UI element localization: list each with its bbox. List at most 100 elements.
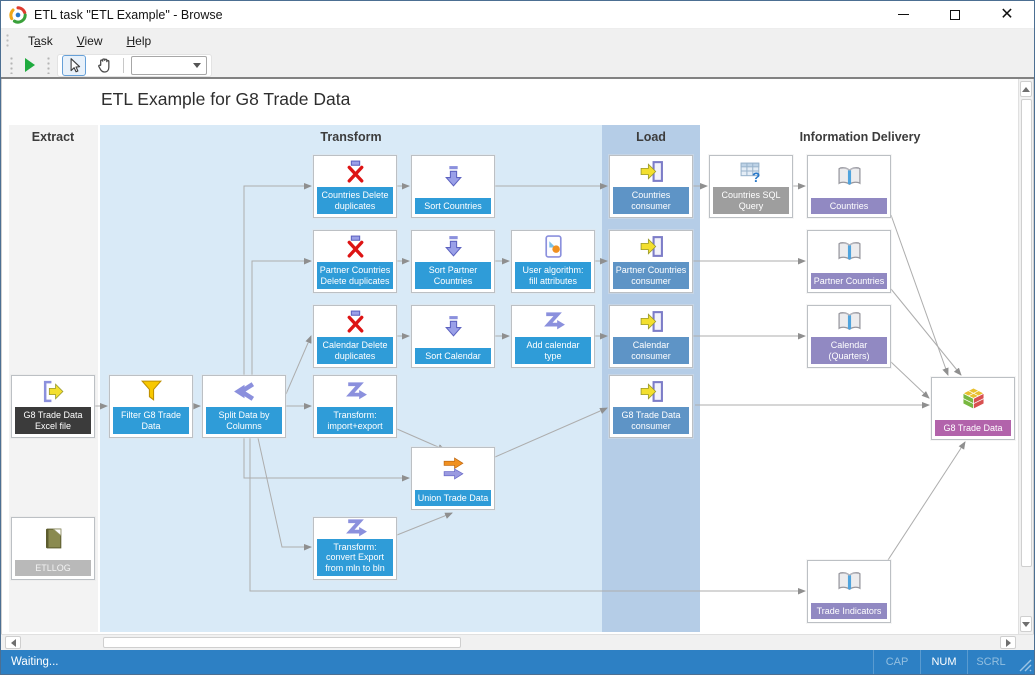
sort-icon xyxy=(412,156,494,198)
node-label: Countries SQL Query xyxy=(713,187,789,214)
node-split-data-by-columns[interactable]: Split Data by Columns xyxy=(202,375,286,438)
scroll-down-button[interactable] xyxy=(1020,616,1032,632)
node-sort-countries[interactable]: Sort Countries xyxy=(411,155,495,218)
cube-icon xyxy=(932,378,1014,420)
scroll-left-icon xyxy=(10,638,16,647)
scroll-lock-indicator: SCRL xyxy=(976,656,1006,668)
num-lock-indicator: NUM xyxy=(931,656,957,668)
node-label: Filter G8 Trade Data xyxy=(113,407,189,434)
node-label: Transform: convert Export from mln to bl… xyxy=(317,538,393,576)
node-label: Partner Countries consumer xyxy=(613,262,689,289)
status-bar: Waiting... CAP NUM SCRL xyxy=(1,650,1034,674)
node-union-trade-data[interactable]: Union Trade Data xyxy=(411,447,495,510)
book-icon xyxy=(808,156,890,198)
node-transform-convert-export[interactable]: Transform: convert Export from mln to bl… xyxy=(313,517,397,580)
maximize-icon xyxy=(950,9,960,20)
node-label: G8 Trade Data xyxy=(935,419,1011,436)
dedup-icon xyxy=(314,306,396,337)
toolbar-grip-2 xyxy=(46,56,51,74)
node-label: Partner Countries xyxy=(811,272,887,289)
node-add-calendar-type[interactable]: Add calendar type xyxy=(511,305,595,368)
vertical-scroll-thumb[interactable] xyxy=(1021,99,1032,567)
node-label: Sort Countries xyxy=(415,197,491,214)
query-icon xyxy=(710,156,792,187)
node-label: Split Data by Columns xyxy=(206,407,282,434)
node-trade-indicators[interactable]: Trade Indicators xyxy=(807,560,891,623)
lane-header-extract: Extract xyxy=(31,130,75,144)
node-label: Sort Calendar xyxy=(415,347,491,364)
node-g8-trade-data-cube[interactable]: G8 Trade Data xyxy=(931,377,1015,440)
node-calendar-consumer[interactable]: Calendar consumer xyxy=(609,305,693,368)
import-icon xyxy=(610,231,692,262)
import-icon xyxy=(610,306,692,337)
close-button[interactable]: ✕ xyxy=(998,6,1016,24)
menu-help[interactable]: Help xyxy=(126,34,152,48)
lane-header-load: Load xyxy=(636,130,666,144)
import-icon xyxy=(610,156,692,187)
node-partner-countries[interactable]: Partner Countries xyxy=(807,230,891,293)
funnel-icon xyxy=(110,376,192,407)
node-label: Partner Countries Delete duplicates xyxy=(317,262,393,289)
dedup-icon xyxy=(314,156,396,187)
menu-task[interactable]: Task xyxy=(28,34,53,48)
node-transform-import-export[interactable]: Transform: import+export xyxy=(313,375,397,438)
pan-tool-button[interactable] xyxy=(92,55,116,76)
toolbar-separator xyxy=(123,57,124,73)
node-label: Transform: import+export xyxy=(317,407,393,434)
node-label: Calendar Delete duplicates xyxy=(317,337,393,364)
combo-dropdown-icon xyxy=(193,62,201,68)
node-filter-g8-trade-data[interactable]: Filter G8 Trade Data xyxy=(109,375,193,438)
vertical-scrollbar[interactable] xyxy=(1018,79,1033,634)
window-title: ETL task "ETL Example" - Browse xyxy=(34,7,223,22)
node-countries-delete-duplicates[interactable]: Countries Delete duplicates xyxy=(313,155,397,218)
select-arrow-icon xyxy=(66,57,83,74)
toolbar-canvas-divider xyxy=(1,77,1034,79)
node-sort-calendar[interactable]: Sort Calendar xyxy=(411,305,495,368)
close-icon: ✕ xyxy=(1000,5,1014,23)
scroll-right-icon xyxy=(1005,638,1011,647)
connector-lines xyxy=(95,183,966,595)
resize-grip-icon[interactable] xyxy=(1018,652,1032,672)
scroll-right-button[interactable] xyxy=(1000,636,1016,649)
scroll-up-icon xyxy=(1022,86,1030,92)
node-partner-countries-consumer[interactable]: Partner Countries consumer xyxy=(609,230,693,293)
horizontal-scroll-thumb[interactable] xyxy=(103,637,461,648)
title-bar: ETL task "ETL Example" - Browse ✕ xyxy=(1,1,1034,29)
menu-grip xyxy=(5,33,10,49)
select-tool-button[interactable] xyxy=(62,54,86,76)
node-calendar-quarters[interactable]: Calendar (Quarters) xyxy=(807,305,891,368)
node-label: Union Trade Data xyxy=(415,489,491,506)
node-g8-trade-data-excel-file[interactable]: G8 Trade Data Excel file xyxy=(11,375,95,438)
node-calendar-delete-duplicates[interactable]: Calendar Delete duplicates xyxy=(313,305,397,368)
node-label: Countries consumer xyxy=(613,187,689,214)
node-countries-consumer[interactable]: Countries consumer xyxy=(609,155,693,218)
node-partner-countries-delete-duplicates[interactable]: Partner Countries Delete duplicates xyxy=(313,230,397,293)
diagram-canvas: ETL Example for G8 Trade Data Extract Tr… xyxy=(1,79,1034,634)
run-icon xyxy=(25,58,35,72)
minimize-button[interactable] xyxy=(894,6,912,24)
union-icon xyxy=(412,448,494,490)
lane-header-information-delivery: Information Delivery xyxy=(799,130,921,144)
menu-view[interactable]: View xyxy=(76,34,103,48)
node-etllog[interactable]: ETLLOG xyxy=(11,517,95,580)
scroll-up-button[interactable] xyxy=(1020,81,1032,97)
node-g8-trade-data-consumer[interactable]: G8 Trade Data consumer xyxy=(609,375,693,438)
node-label: Trade Indicators xyxy=(811,602,887,619)
split-icon xyxy=(203,376,285,407)
node-countries-sql-query[interactable]: Countries SQL Query xyxy=(709,155,793,218)
node-user-algorithm-fill-attributes[interactable]: User algorithm: fill attributes xyxy=(511,230,595,293)
status-message: Waiting... xyxy=(11,656,59,668)
maximize-button[interactable] xyxy=(946,6,964,24)
node-countries[interactable]: Countries xyxy=(807,155,891,218)
horizontal-scrollbar[interactable] xyxy=(1,634,1034,650)
toolbar-combobox[interactable] xyxy=(131,55,207,75)
app-icon xyxy=(9,5,27,24)
dedup-icon xyxy=(314,231,396,262)
scroll-left-button[interactable] xyxy=(5,636,21,649)
node-sort-partner-countries[interactable]: Sort Partner Countries xyxy=(411,230,495,293)
run-button[interactable] xyxy=(18,55,42,76)
pan-hand-icon xyxy=(96,57,113,74)
book-icon xyxy=(808,306,890,337)
lane-header-transform: Transform xyxy=(320,130,382,144)
